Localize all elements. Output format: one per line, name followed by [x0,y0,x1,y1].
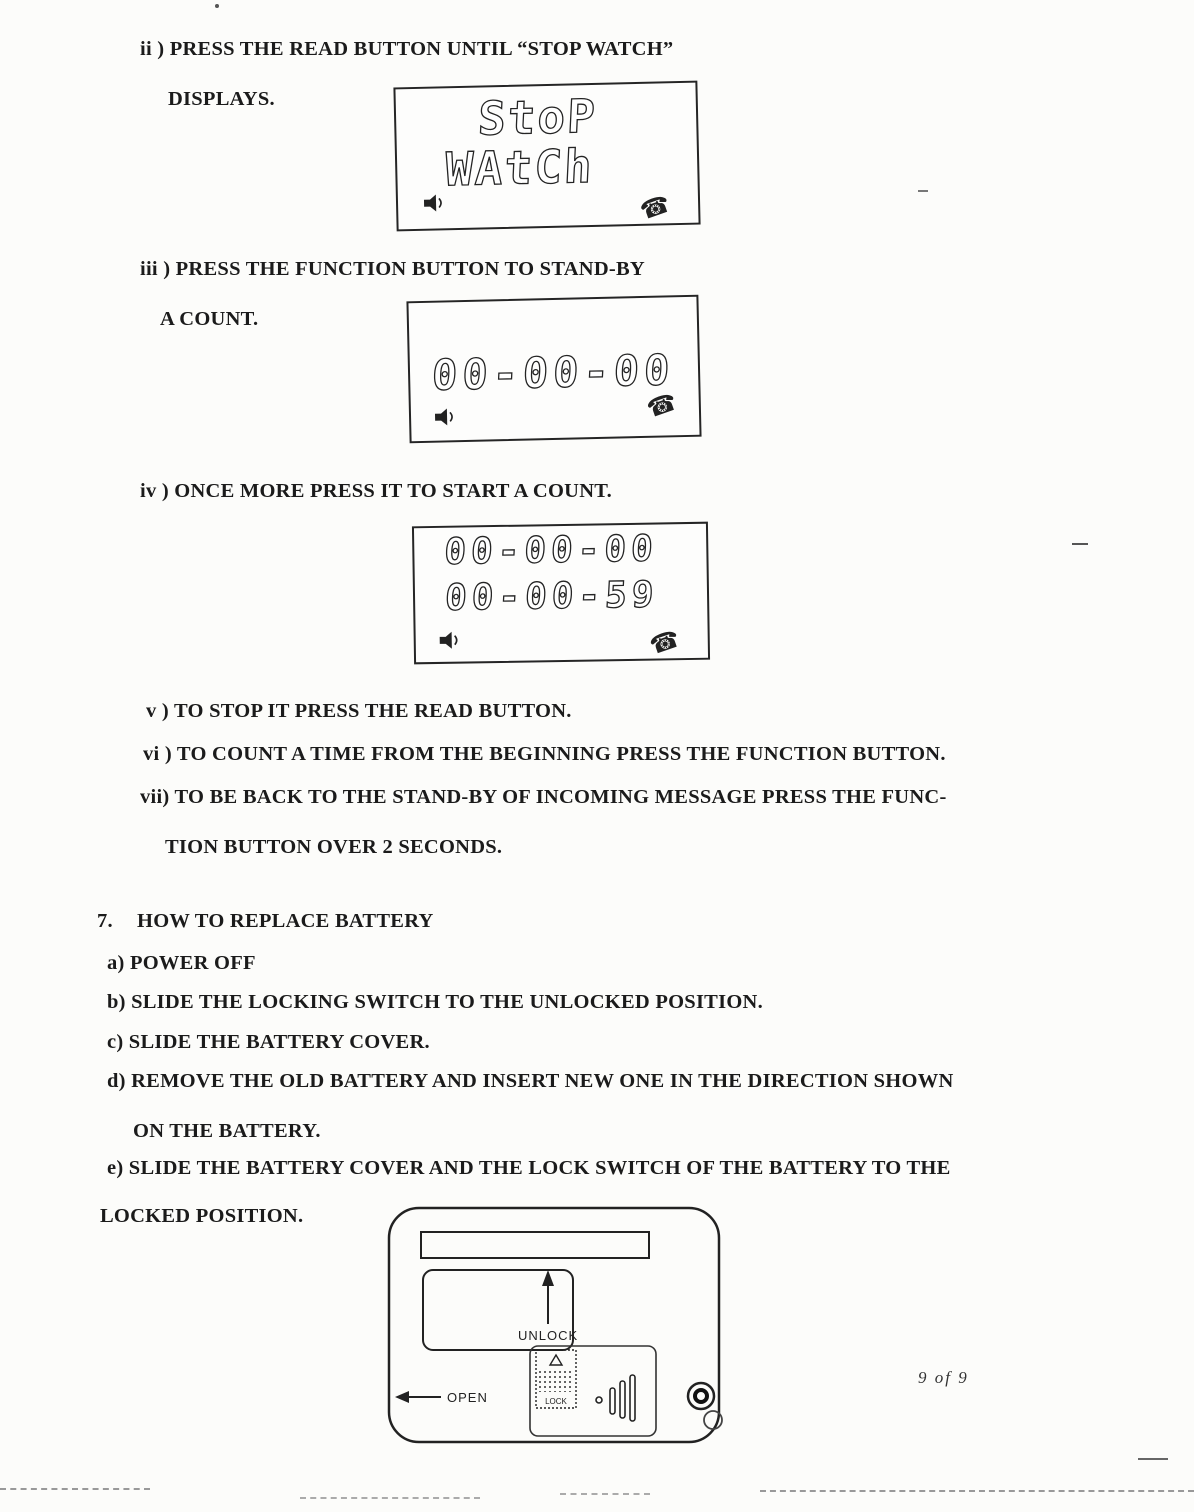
section-number: 7. [97,910,113,932]
battery-compartment [422,1269,574,1351]
lcd-stopwatch-line1: StoP [476,88,599,146]
section-title: HOW TO REPLACE BATTERY [137,910,434,932]
speaker-icon [438,631,462,654]
unlock-arrow-head [542,1270,554,1286]
lcd-stopwatch-line2: WAtCh [443,138,595,197]
scan-artifact [560,1493,650,1495]
step-vii-line2: TION BUTTON OVER 2 SECONDS. [165,836,503,858]
knob-inner [693,1388,709,1404]
lcd-display-stopwatch: StoP WAtCh ☎ [393,80,701,232]
grille-bar [629,1374,636,1422]
step-v: v ) TO STOP IT PRESS THE READ BUTTON. [146,700,572,722]
scan-artifact [918,190,928,192]
lock-label: LOCK [545,1397,567,1406]
unlock-label: UNLOCK [518,1328,578,1343]
lcd-counting-line2: 00-00-59 [443,574,660,620]
phone-icon: ☎ [643,387,681,424]
knob-outer [686,1381,716,1411]
open-label: OPEN [447,1390,488,1405]
scan-artifact [0,1488,150,1490]
battery-cover-slot [420,1231,650,1259]
lock-switch-grip [539,1368,573,1392]
grille-bar [619,1380,626,1419]
battery-item-c: c) SLIDE THE BATTERY COVER. [107,1031,430,1053]
cover-panel [529,1345,657,1437]
lcd-standby-line1: 00-00-00 [430,345,676,401]
battery-item-d-line2: ON THE BATTERY. [133,1120,321,1142]
scan-artifact [1138,1458,1168,1460]
speaker-dot [595,1396,603,1404]
open-arrow-head [395,1391,409,1403]
phone-icon: ☎ [636,189,674,226]
scan-artifact [760,1490,1194,1492]
speaker-icon [422,193,447,217]
battery-item-e-line2: LOCKED POSITION. [100,1205,304,1227]
battery-item-d-line1: d) REMOVE THE OLD BATTERY AND INSERT NEW… [107,1070,954,1092]
lcd-counting-line1: 00-00-00 [443,528,660,574]
battery-item-a: a) POWER OFF [107,952,256,974]
step-vi: vi ) TO COUNT A TIME FROM THE BEGINNING … [143,743,946,765]
phone-icon: ☎ [646,624,684,661]
battery-item-b: b) SLIDE THE LOCKING SWITCH TO THE UNLOC… [107,991,763,1013]
device-outline [387,1206,721,1444]
step-ii-line1: ii ) PRESS THE READ BUTTON UNTIL “STOP W… [140,38,674,60]
scan-artifact [1072,543,1088,545]
lock-switch-triangle [548,1353,564,1366]
step-ii-line2: DISPLAYS. [168,88,275,110]
step-iii-line1: iii ) PRESS THE FUNCTION BUTTON TO STAND… [140,258,645,280]
lcd-display-counting: 00-00-00 00-00-59 ☎ [411,521,711,665]
lcd-display-standby: 00-00-00 ☎ [406,294,702,444]
step-iv: iv ) ONCE MORE PRESS IT TO START A COUNT… [140,480,613,502]
speaker-icon [433,407,458,431]
battery-diagram: UNLOCK OPEN LOCK [387,1206,723,1444]
grille-bar [609,1387,616,1415]
knob-shadow [703,1410,723,1430]
scan-artifact [300,1497,480,1499]
step-iii-line2: A COUNT. [160,308,259,330]
scan-artifact [215,4,219,8]
battery-item-e-line1: e) SLIDE THE BATTERY COVER AND THE LOCK … [107,1157,951,1179]
page-number: 9 of 9 [918,1368,969,1387]
step-vii-line1: vii) TO BE BACK TO THE STAND-BY OF INCOM… [140,786,947,808]
lock-switch [535,1349,577,1409]
